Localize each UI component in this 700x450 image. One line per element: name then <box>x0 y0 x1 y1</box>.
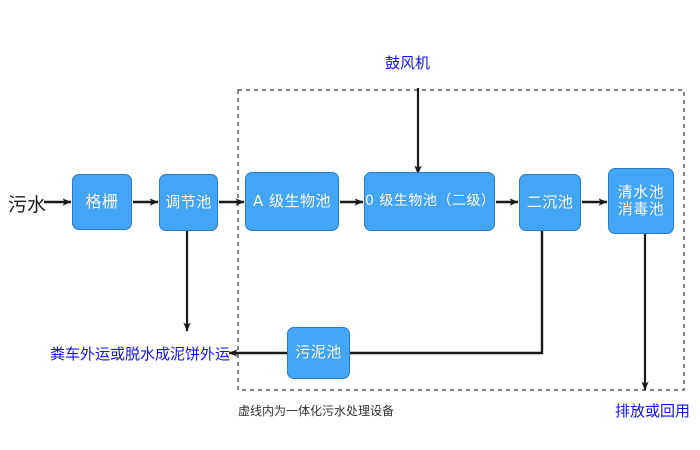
arrow-settle2-to-sludge <box>291 231 544 357</box>
sludge-disposal-label: 粪车外运或脱水成泥饼外运 <box>50 345 231 363</box>
node-settle2[interactable]: 二沉池 <box>519 174 581 231</box>
dashed-region-border <box>237 89 685 391</box>
node-grid[interactable]: 格栅 <box>72 174 132 230</box>
dashed-region-caption: 虚线内为一体化污水处理设备 <box>238 404 395 418</box>
node-bio-a-label: A 级生物池 <box>252 191 332 210</box>
node-clearwater[interactable]: 清水池 消毒池 <box>608 168 674 234</box>
node-settle2-label: 二沉池 <box>526 192 574 211</box>
blower-label: 鼓风机 <box>385 54 431 72</box>
node-sludge-label: 污泥池 <box>295 343 342 362</box>
node-bio-a[interactable]: A 级生物池 <box>245 172 339 231</box>
node-bio-o-label: 0 级生物池（二级） <box>365 193 496 210</box>
effluent-label: 排放或回用 <box>615 402 691 420</box>
source-label: 污水 <box>8 194 47 216</box>
node-regulate[interactable]: 调节池 <box>159 174 218 231</box>
node-clearwater-label: 清水池 消毒池 <box>617 182 665 218</box>
node-bio-o[interactable]: 0 级生物池（二级） <box>364 172 495 231</box>
node-regulate-label: 调节池 <box>165 192 212 211</box>
node-grid-label: 格栅 <box>85 191 119 211</box>
node-sludge[interactable]: 污泥池 <box>287 327 350 379</box>
